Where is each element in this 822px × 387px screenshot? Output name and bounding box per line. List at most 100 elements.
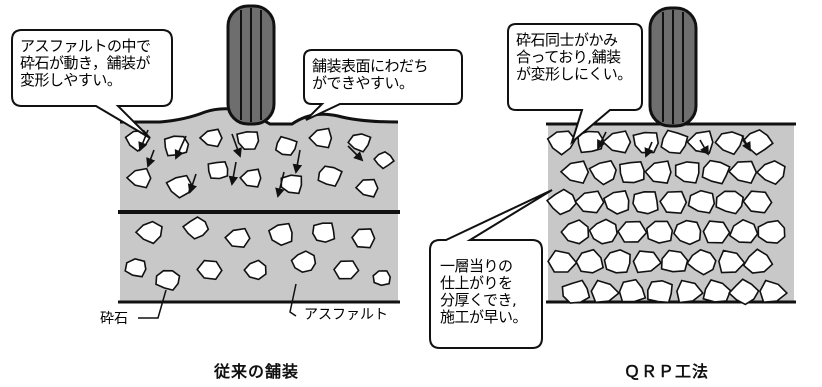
stone-icon (728, 218, 759, 244)
stone-icon (274, 135, 298, 156)
stone-icon (660, 249, 689, 273)
stone-icon (718, 249, 746, 274)
stone-icon (644, 160, 672, 184)
stone-icon (372, 270, 392, 287)
callout-interlock-bubble (507, 23, 643, 145)
arrow-icon (347, 145, 364, 162)
stone-icon (617, 220, 648, 243)
stone-icon (545, 188, 578, 216)
stone-icon (757, 219, 786, 244)
arrow-icon (699, 139, 709, 156)
tire-icon (648, 6, 698, 128)
stone-icon (676, 279, 704, 304)
callout-stone-bubble (11, 29, 173, 139)
qrp-pavement (429, 6, 796, 349)
stone-icon (602, 190, 630, 215)
stone-icon (674, 161, 700, 184)
stone-icon (243, 259, 267, 281)
stone-icon (742, 190, 773, 214)
stone-icon (618, 278, 647, 303)
stone-group (124, 127, 395, 292)
stone-icon (134, 220, 163, 245)
stone-icon (632, 190, 659, 215)
stone-icon (196, 259, 223, 281)
qrp-caption: ＱＲＰ工法 (624, 362, 710, 381)
stone-icon (574, 190, 605, 214)
arrow-icon (292, 149, 303, 174)
stone-icon (590, 279, 621, 304)
tire-icon (226, 4, 276, 126)
stone-icon (207, 160, 229, 180)
arrow-icon (741, 135, 751, 152)
arrow-group (597, 131, 751, 158)
callout-rut-bubble (303, 49, 463, 121)
stone-icon (727, 160, 758, 185)
stone-icon (354, 178, 379, 198)
stone-icon (588, 218, 618, 245)
arrow-icon (644, 141, 654, 158)
stone-icon (560, 219, 590, 245)
stone-icon (351, 228, 376, 249)
stone-icon (311, 222, 336, 243)
stone-icon (645, 220, 674, 244)
stone-icon (347, 133, 372, 153)
stone-leader (138, 289, 167, 319)
stone-icon (155, 269, 181, 292)
stone-group (545, 128, 789, 306)
callout-thick-text: 一層当りの 仕上がりを 分厚くでき, 施工が早い。 (440, 257, 528, 326)
stone-icon (660, 129, 689, 155)
stone-icon (588, 159, 617, 186)
asphalt-label: アスファルト (304, 307, 388, 323)
callout-interlock-text: 砕石同士がかみ 合っており,舗装 が変形しにくい。 (516, 31, 632, 83)
arrow-icon (146, 149, 156, 168)
stone-icon (317, 165, 343, 188)
arrow-icon (597, 131, 607, 150)
stone-icon (267, 222, 293, 247)
stone-icon (603, 249, 631, 274)
callout-thick-bubble (429, 189, 553, 349)
asphalt-layer (120, 108, 398, 302)
conventional-caption: 従来の舗装 (214, 362, 300, 381)
stone-icon (646, 279, 673, 304)
stone-icon (686, 248, 717, 276)
stone-icon (124, 258, 147, 278)
arrow-icon (174, 135, 187, 160)
stone-icon (632, 250, 663, 274)
stone-icon (742, 248, 774, 274)
arrow-icon (228, 161, 239, 186)
stone-label: 砕石 (100, 311, 128, 327)
stone-icon (236, 130, 260, 151)
asphalt-leader (289, 283, 297, 317)
stone-icon (290, 250, 317, 274)
stone-icon (125, 167, 152, 189)
stone-icon (687, 189, 716, 214)
stone-icon (755, 160, 786, 186)
stone-icon (672, 219, 702, 246)
stone-icon (759, 279, 789, 304)
callout-rut-text: 舗装表面にわだち ができやすい。 (312, 57, 429, 92)
stone-icon (727, 278, 760, 306)
stone-icon (561, 279, 591, 304)
stone-icon (715, 190, 745, 215)
callout-stone-text: アスファルトの中で 砕石が動き，舗装が 変形しやすい。 (20, 37, 151, 89)
arrow-group (138, 129, 364, 198)
stone-icon (198, 128, 223, 148)
conventional-pavement (11, 4, 463, 319)
arrow-icon (231, 133, 242, 158)
stone-icon (373, 150, 395, 170)
arrow-icon (275, 171, 285, 198)
stone-icon (702, 220, 731, 244)
stone-icon (239, 168, 262, 188)
stone-icon (308, 127, 333, 149)
stone-icon (181, 216, 210, 240)
stone-icon (575, 248, 605, 274)
stone-icon (701, 159, 731, 185)
stone-icon (547, 249, 578, 273)
arrow-icon (187, 173, 197, 194)
stone-icon (619, 160, 645, 184)
stone-icon (659, 190, 688, 215)
stone-icon (333, 260, 360, 280)
stone-icon (702, 279, 732, 303)
stone-icon (559, 160, 590, 185)
